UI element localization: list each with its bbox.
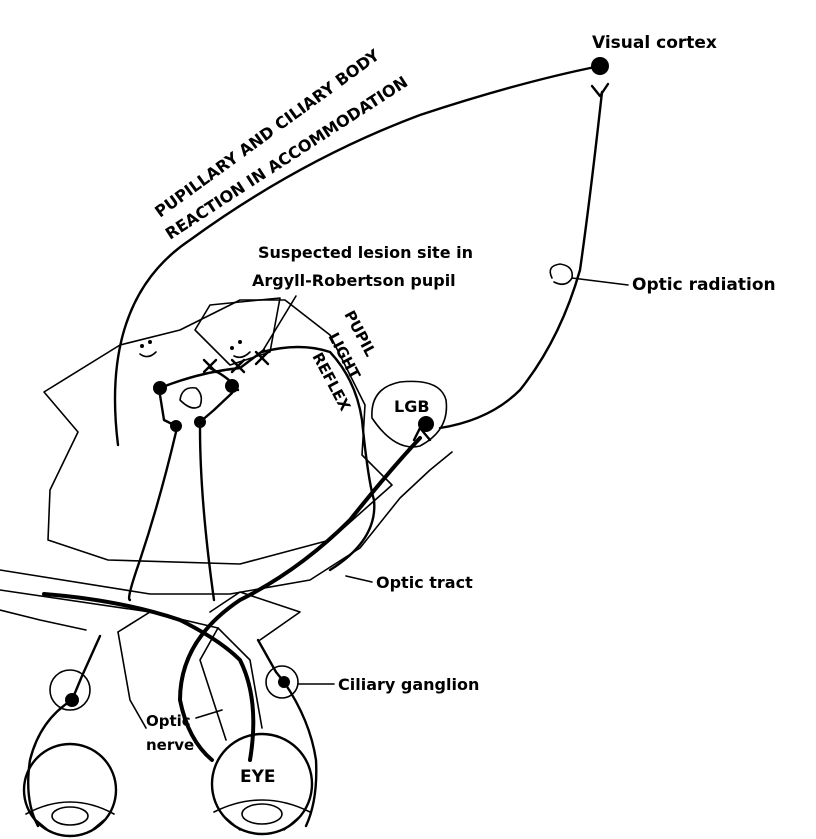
- eye-left: [24, 744, 116, 836]
- light-reflex-crossing: [160, 350, 264, 390]
- optic-nerve-label-line2: nerve: [146, 736, 194, 754]
- ciliary-ganglion-left: [28, 636, 100, 826]
- accommodation-label-line1: PUPILLARY AND CILIARY BODY: [151, 45, 383, 221]
- optic-radiation-leader: [572, 278, 628, 285]
- light-reflex-pathway: [262, 347, 374, 570]
- optic-nerve-label-line1: Optic: [146, 712, 191, 730]
- visual-cortex-node: [591, 57, 609, 75]
- visual-cortex-label: Visual cortex: [592, 33, 717, 53]
- pretectal-region-outline: [195, 298, 280, 365]
- lesion-label-line2: Argyll-Robertson pupil: [252, 271, 456, 290]
- optic-radiation-label: Optic radiation: [632, 275, 776, 295]
- optic-tract-label: Optic tract: [376, 573, 473, 592]
- lesion-markers: [204, 352, 268, 372]
- lesion-label-line1: Suspected lesion site in: [258, 243, 473, 262]
- optic-radiation-loop: [550, 264, 572, 284]
- edinger-westphal-nuclei: [153, 379, 239, 432]
- cortex-synapse: [592, 84, 608, 96]
- nucleus-dots: [140, 340, 250, 357]
- lgb-label: LGB: [394, 397, 430, 416]
- cerebral-aqueduct: [180, 388, 201, 408]
- efferent-fiber-left: [129, 432, 176, 600]
- optic-tract-leader: [346, 576, 372, 582]
- accommodation-label-line2: REACTION IN ACCOMMODATION: [162, 72, 411, 243]
- ciliary-ganglion-right: [258, 640, 316, 826]
- ciliary-ganglion-label: Ciliary ganglion: [338, 675, 479, 694]
- efferent-fiber-right: [200, 428, 214, 600]
- eye-label: EYE: [240, 767, 276, 787]
